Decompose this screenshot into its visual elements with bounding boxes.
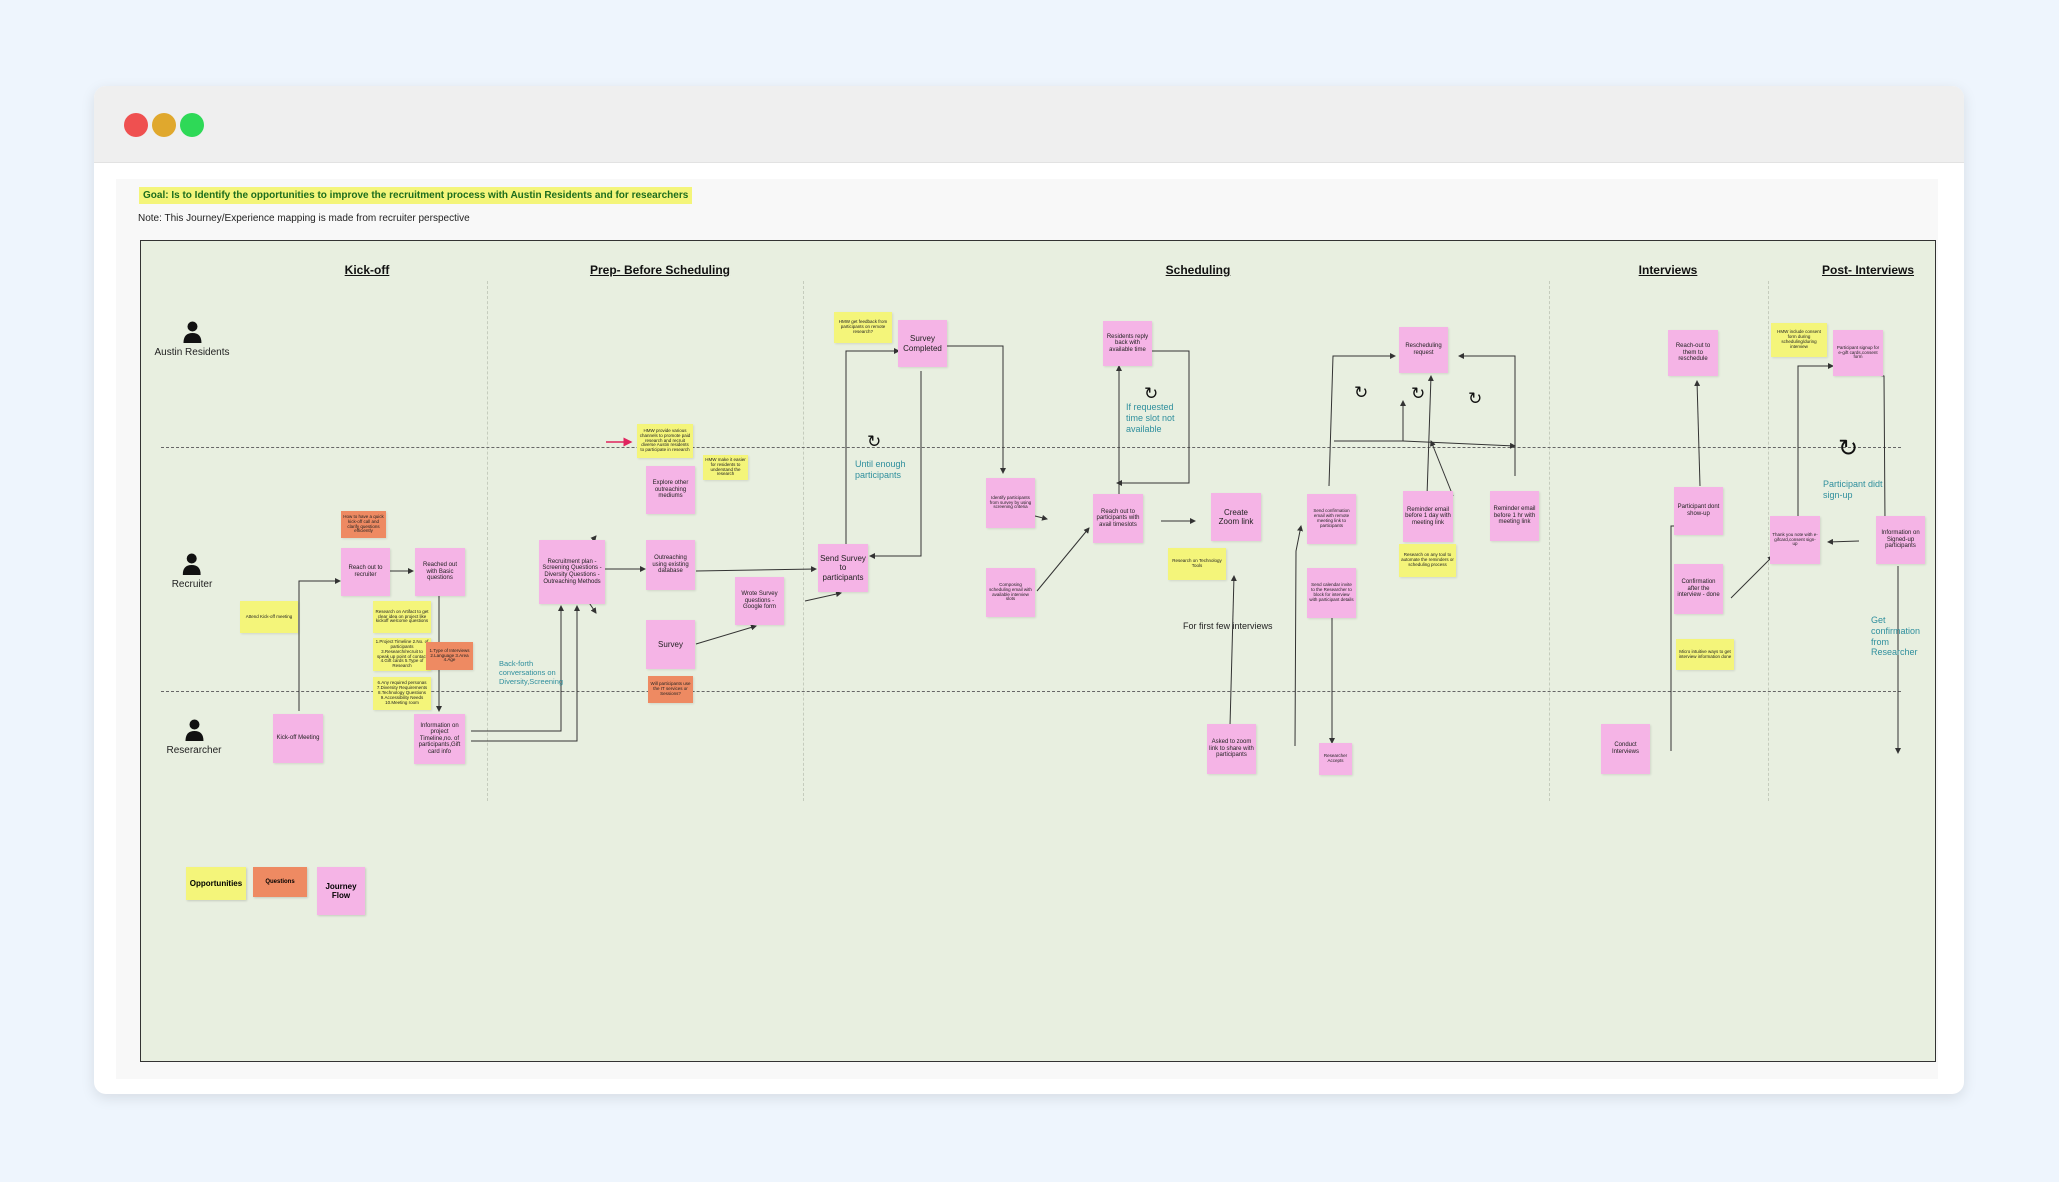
sticky-rescheduling-request[interactable]: Rescheduling request (1399, 327, 1448, 373)
phase-divider (803, 281, 804, 801)
sticky-information-project[interactable]: Information on project Timeline,no. of p… (414, 714, 465, 764)
sticky-services-question[interactable]: Will participants use the IT services or… (648, 676, 693, 703)
sticky-survey[interactable]: Survey (646, 620, 695, 669)
annotation-get-confirmation: Get confirmation from Researcher (1871, 615, 1921, 658)
phase-prep: Prep- Before Scheduling (589, 263, 731, 277)
lane-divider (161, 691, 1901, 692)
person-icon (182, 553, 201, 575)
sticky-explore-mediums[interactable]: Explore other outreaching mediums (646, 466, 695, 514)
sticky-research-tools[interactable]: Research on Technology Tools (1168, 548, 1226, 580)
actor-label: Reserarcher (166, 745, 222, 756)
phase-divider (1768, 281, 1769, 801)
loop-icon: ↻ (1354, 383, 1369, 402)
sticky-researcher-accepts[interactable]: Researcher Accepts (1319, 743, 1352, 775)
sticky-attend-kickoff[interactable]: Attend Kick-off meeting (240, 601, 298, 633)
actor-label: Austin Residents (154, 347, 230, 358)
legend-questions: Questions (253, 867, 307, 897)
sticky-kickoff-meeting[interactable]: Kick-off Meeting (273, 714, 323, 763)
sticky-kickoff-question[interactable]: How to have a quick kick-off call and cl… (341, 511, 386, 538)
person-icon (182, 321, 201, 343)
phase-kickoff: Kick-off (344, 263, 390, 277)
sticky-asked-zoom[interactable]: Asked to zoom link to share with partici… (1207, 724, 1256, 774)
loop-icon: ↻ (1838, 435, 1859, 462)
loop-icon: ↻ (1144, 384, 1159, 403)
close-button[interactable] (124, 113, 148, 137)
actor-researcher: Reserarcher (166, 719, 222, 756)
sticky-send-calendar[interactable]: Send calendar invite to the Researcher t… (1307, 568, 1356, 618)
actor-label: Recruiter (171, 579, 213, 590)
goal-banner: Goal: Is to Identify the opportunities t… (139, 187, 693, 204)
sticky-reminder-1day[interactable]: Reminder email before 1 day with meeting… (1403, 491, 1453, 542)
sticky-thank-you[interactable]: Thank you note with e-gifcard,consent si… (1770, 516, 1820, 564)
sticky-requirements-list[interactable]: 6.Any required personas 7.Diversity Requ… (373, 677, 431, 710)
sticky-outreaching-database[interactable]: Outreaching using existing database (646, 540, 695, 590)
phase-scheduling: Scheduling (1165, 263, 1231, 277)
phase-interviews: Interviews (1638, 263, 1698, 277)
title-bar (94, 86, 1964, 163)
actor-austin-residents: Austin Residents (154, 321, 230, 358)
flow-connectors (298, 345, 1901, 754)
sticky-research-artifact[interactable]: Research on Artifact to get clear idea o… (373, 601, 431, 633)
loop-icon: ↻ (1411, 384, 1426, 403)
maximize-button[interactable] (180, 113, 204, 137)
sticky-conduct-interviews[interactable]: Conduct Interviews (1601, 724, 1650, 774)
sticky-send-survey[interactable]: Send Survey to participants (818, 544, 868, 592)
sticky-opportunity-note[interactable]: HMW make it easier for residents to unde… (703, 455, 748, 480)
sticky-create-zoom[interactable]: Create Zoom link (1211, 493, 1261, 541)
sticky-hmw-consent[interactable]: HMW include consent form during scheduli… (1771, 323, 1827, 357)
phase-divider (1549, 281, 1550, 801)
person-icon (185, 719, 203, 741)
actor-recruiter: Recruiter (171, 553, 213, 590)
sticky-composing-email[interactable]: Composing scheduling email with availabl… (986, 568, 1035, 617)
annotation-first-few: For first few interviews (1183, 621, 1273, 631)
sticky-micro-intuitive[interactable]: Micro intuitive ways to get interview in… (1676, 639, 1734, 670)
sticky-interview-types[interactable]: 1.Type of Interviews 2.Language 3.Area 4… (426, 642, 473, 670)
loop-icon: ↻ (867, 432, 882, 451)
sticky-survey-completed[interactable]: Survey Completed (898, 320, 947, 367)
legend-opportunities: Opportunities (186, 867, 246, 900)
sticky-recruitment-plan[interactable]: Recruitment plan -Screening Questions -D… (539, 540, 605, 604)
sticky-send-confirmation[interactable]: Send confirmation email with remote meet… (1307, 494, 1356, 544)
perspective-note: Note: This Journey/Experience mapping is… (138, 213, 470, 224)
annotation-until-enough: Until enough participants (855, 459, 906, 480)
sticky-identify-participants[interactable]: Identify participants from survey by usi… (986, 478, 1035, 528)
annotation-back-forth: Back-forth conversations on Diversity,Sc… (499, 659, 564, 686)
legend-journey-flow: Journey Flow (317, 867, 365, 915)
annotation-participant-didnt: Participant didt sign-up (1823, 479, 1883, 500)
sticky-reach-reschedule[interactable]: Reach-out to them to reschedule (1668, 330, 1718, 376)
lane-divider (161, 447, 1901, 448)
sticky-reach-recruiter[interactable]: Reach out to recruiter (341, 548, 390, 596)
sticky-participant-signup[interactable]: Participant signup for e-gift cards,cons… (1833, 330, 1883, 376)
sticky-reminder-1hr[interactable]: Reminder email before 1 hr with meeting … (1490, 491, 1539, 541)
journey-map-board: Kick-off Prep- Before Scheduling Schedul… (140, 240, 1936, 1062)
sticky-reached-basic[interactable]: Reached out with Basic questions (415, 548, 465, 596)
sticky-hmw-feedback[interactable]: HMW get feedback from participants on re… (834, 312, 892, 343)
loop-icon: ↻ (1468, 389, 1483, 408)
phase-divider (487, 281, 488, 801)
sticky-confirmation-done[interactable]: Confirmation after the interview - done (1674, 564, 1723, 614)
sticky-reach-out-avail[interactable]: Reach out to participants with avail tim… (1093, 494, 1143, 543)
sticky-residents-reply[interactable]: Residents reply back with available time (1103, 321, 1152, 366)
sticky-wrote-survey[interactable]: Wrote Survey questions - Google form (735, 577, 784, 625)
phase-post-interviews: Post- Interviews (1821, 263, 1915, 277)
sticky-information-signed[interactable]: Information on Signed-up participants (1876, 516, 1925, 564)
sticky-participant-dont-show[interactable]: Participant dont show-up (1674, 487, 1723, 535)
minimize-button[interactable] (152, 113, 176, 137)
sticky-project-list[interactable]: 1.Project Timeline 2.No. of participants… (373, 638, 431, 671)
sticky-research-tool-automate[interactable]: Research on any tool to automate the rem… (1399, 544, 1456, 577)
sticky-hmw-channels[interactable]: HMW provide various channels to promote … (637, 424, 693, 458)
annotation-if-requested: If requested time slot not available (1126, 402, 1175, 434)
